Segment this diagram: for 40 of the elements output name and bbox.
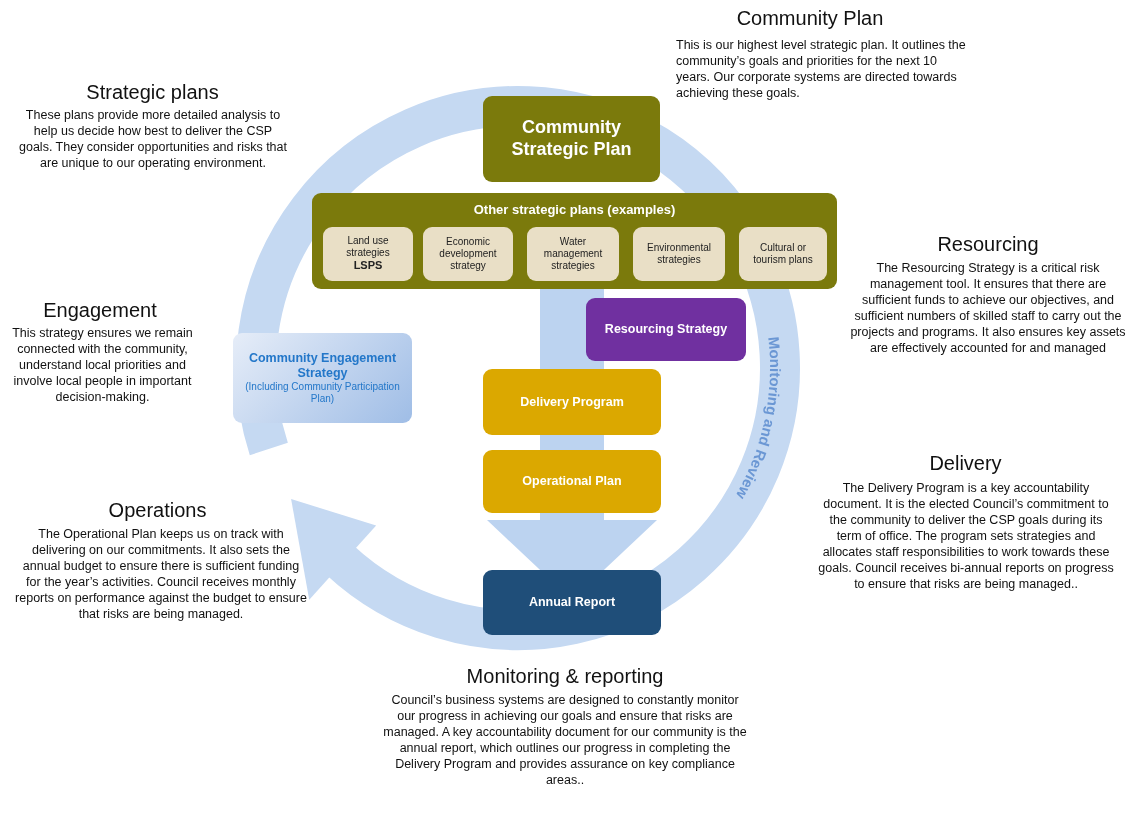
box-label: Community Engagement Strategy bbox=[247, 351, 398, 381]
box-label: Operational Plan bbox=[522, 474, 622, 489]
plan-card bbox=[739, 227, 827, 281]
box-label: Economic development strategy bbox=[438, 236, 498, 272]
box-label: Community Strategic Plan bbox=[510, 117, 633, 161]
plan-box bbox=[483, 450, 661, 513]
description-text: This strategy ensures we remain connected with the community, understand local priorities and involve local people in important decision-making. bbox=[11, 325, 194, 405]
strategy-box bbox=[586, 298, 746, 361]
section-heading: Resourcing bbox=[936, 232, 1040, 256]
section-heading: Community Plan bbox=[735, 6, 885, 30]
box-label: Annual Report bbox=[528, 595, 616, 610]
section-heading: Strategic plans bbox=[85, 80, 220, 104]
section-heading: Delivery bbox=[928, 451, 1003, 475]
group-heading: Other strategic plans (examples) bbox=[473, 202, 676, 218]
plan-card bbox=[633, 227, 725, 281]
plan-card bbox=[323, 227, 413, 281]
description-text: These plans provide more detailed analysis to help us decide how best to deliver the CSP goals. They consider opportunities and risks that are unique to our operating environment. bbox=[18, 107, 288, 171]
plans-group-panel bbox=[312, 193, 837, 289]
program-box bbox=[483, 369, 661, 435]
section-heading: Operations bbox=[107, 498, 208, 522]
description-text: Council’s business systems are designed to constantly monitor our progress in achieving our goals and ensure that risks are managed. A key accountability document for our community is the annual report, which outlines our progress in completing the Delivery Program and provides assurance on key compliance areas.. bbox=[382, 692, 748, 788]
plan-box bbox=[483, 96, 660, 182]
section-heading: Engagement bbox=[42, 298, 158, 322]
strategy-box bbox=[233, 333, 412, 423]
report-box bbox=[483, 570, 661, 635]
box-label: (Including Community Participation Plan) bbox=[244, 381, 401, 405]
box-label: Resourcing Strategy bbox=[604, 322, 728, 337]
box-label: Land use strategies bbox=[345, 235, 391, 260]
box-label: Environmental strategies bbox=[646, 242, 712, 266]
section-heading: Monitoring & reporting bbox=[465, 664, 665, 688]
box-label: Cultural or tourism plans bbox=[752, 242, 814, 266]
box-label: LSPS bbox=[353, 259, 383, 273]
plan-card bbox=[527, 227, 619, 281]
box-label: Delivery Program bbox=[520, 394, 624, 410]
description-text: The Delivery Program is a key accountability document. It is the elected Council’s commitment to the community to deliver the CSP goals during its term of office. The program sets strategies and allocates staff responsibilities to work towards these goals. Council receives bi-annual reports on progress to ensure that risks are being managed.. bbox=[817, 480, 1115, 592]
description-text: The Operational Plan keeps us on track with delivering on our commitments. It also sets the annual budget to ensure there is sufficient funding for the year’s activities. Council receives monthly reports on performance against the budget to ensure that risks are being managed. bbox=[15, 526, 307, 622]
description-text: The Resourcing Strategy is a critical risk management tool. It ensures that there are sufficient funds to achieve our objectives, and sufficient numbers of skilled staff to carry out the projects and programs. It also ensures key assets are effectively accounted for and managed bbox=[850, 260, 1126, 356]
plan-card bbox=[423, 227, 513, 281]
description-text: This is our highest level strategic plan. It outlines the community’s goals and priorities for the next 10 years. Our corporate systems are directed towards achieving these goals. bbox=[676, 37, 966, 101]
box-label: Water management strategies bbox=[542, 236, 604, 272]
